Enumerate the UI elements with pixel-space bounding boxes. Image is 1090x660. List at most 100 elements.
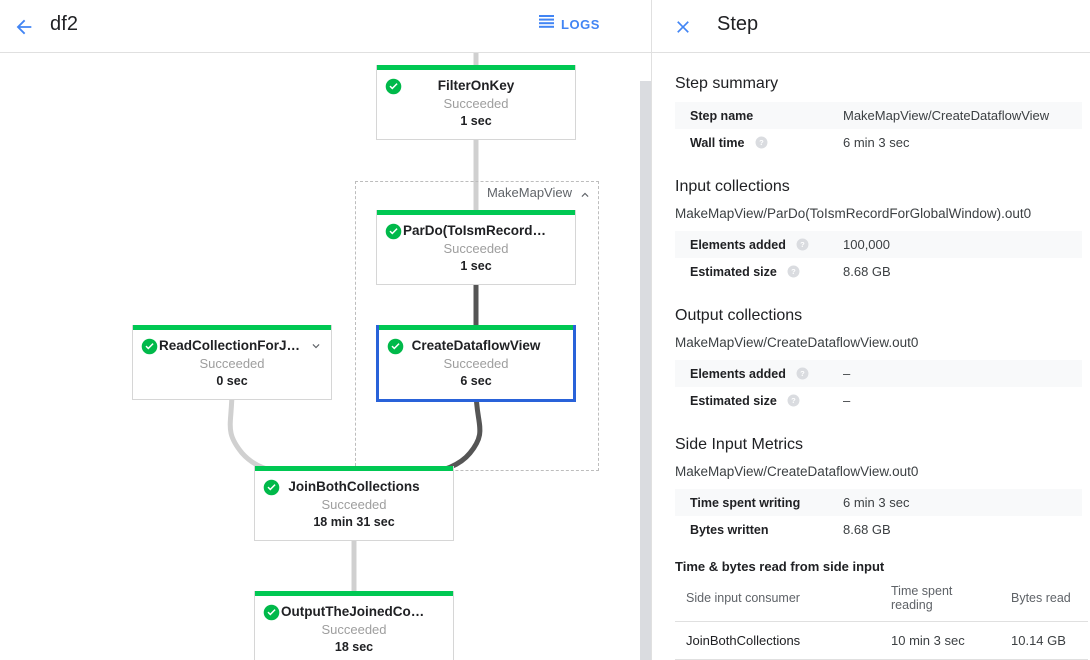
composite-group-makemapview[interactable]: MakeMapView xyxy=(355,181,599,471)
arrow-back-icon[interactable] xyxy=(8,12,40,42)
column-header-consumer: Side input consumer xyxy=(675,580,880,622)
graph-node-create-dataflow-view[interactable]: CreateDataflowView Succeeded 6 sec xyxy=(376,325,576,402)
step-summary-heading: Step summary xyxy=(675,75,779,92)
output-collections-heading: Output collections xyxy=(675,307,803,324)
close-icon[interactable] xyxy=(669,13,697,41)
output-collection-name: MakeMapView/CreateDataflowView.out0 xyxy=(675,335,919,350)
step-panel-body: Step summary Step name MakeMapView/Creat… xyxy=(652,53,1090,660)
graph-node-join-both-collections[interactable]: JoinBothCollections Succeeded 18 min 31 … xyxy=(254,466,454,541)
row-key-label: Elements added xyxy=(690,237,786,252)
logs-list-icon xyxy=(538,15,554,33)
help-icon[interactable]: ? xyxy=(796,367,809,380)
spacer xyxy=(675,156,1082,178)
column-header-bytes: Bytes read xyxy=(1000,580,1088,622)
row-value: 8.68 GB xyxy=(843,522,891,537)
check-circle-icon xyxy=(263,604,280,621)
row-key-label: Estimated size xyxy=(690,264,777,279)
table-row: Step name MakeMapView/CreateDataflowView xyxy=(675,102,1082,129)
row-key: Estimated size ? xyxy=(675,387,843,414)
node-title: ReadCollectionForJoin xyxy=(159,338,307,353)
row-key-label: Elements added xyxy=(690,366,786,381)
row-value: – xyxy=(843,366,851,381)
svg-text:?: ? xyxy=(792,267,797,276)
row-key: Estimated size ? xyxy=(675,258,843,285)
graph-vertical-scrollbar[interactable] xyxy=(640,53,651,660)
row-value: 8.68 GB xyxy=(843,264,891,279)
node-status: Succeeded xyxy=(443,96,509,111)
input-collections-heading: Input collections xyxy=(675,178,790,195)
node-body: ReadCollectionForJoin Succeeded 0 sec xyxy=(133,330,331,399)
panel-divider xyxy=(651,0,652,660)
node-status-bar xyxy=(255,466,453,471)
job-graph-canvas[interactable]: MakeMapView FilterO xyxy=(0,53,652,660)
step-panel-title: Step xyxy=(717,13,759,35)
side-input-metrics-heading: Side Input Metrics xyxy=(675,436,804,453)
spacer xyxy=(675,414,1082,436)
node-status: Succeeded xyxy=(321,497,387,512)
node-body: FilterOnKey Succeeded 1 sec xyxy=(377,70,575,139)
column-header-time: Time spent reading xyxy=(880,580,1000,622)
chevron-up-icon[interactable] xyxy=(578,188,592,202)
node-time: 1 sec xyxy=(460,114,492,128)
side-input-metrics-table: Time spent writing 6 min 3 sec Bytes wri… xyxy=(675,489,1082,543)
scrollbar-thumb[interactable] xyxy=(640,81,651,660)
top-app-bar: df2 LOGS xyxy=(0,0,652,53)
node-title: ParDo(ToIsmRecordFor… xyxy=(403,223,565,238)
cell-bytes: 10.14 GB xyxy=(1000,621,1088,660)
side-input-reads-table: Side input consumer Time spent reading B… xyxy=(675,580,1088,660)
logs-button[interactable]: LOGS xyxy=(538,15,600,33)
row-key: Elements added ? xyxy=(675,231,843,258)
svg-text:?: ? xyxy=(759,138,764,147)
cell-time: 10 min 3 sec xyxy=(880,621,1000,660)
row-key: Wall time ? xyxy=(675,129,843,156)
row-key: Step name xyxy=(675,102,843,129)
row-key-label: Wall time xyxy=(690,135,745,150)
node-body: OutputTheJoinedCollec… Succeeded 18 sec xyxy=(255,596,453,660)
svg-text:?: ? xyxy=(801,240,806,249)
spacer xyxy=(675,285,1082,307)
page-title: df2 xyxy=(50,13,79,35)
output-collections-table: Elements added ? – Estimated size xyxy=(675,360,1082,414)
node-status-bar xyxy=(255,591,453,596)
help-icon[interactable]: ? xyxy=(787,265,800,278)
node-title: FilterOnKey xyxy=(437,78,515,93)
node-status: Succeeded xyxy=(199,356,265,371)
table-row: Estimated size ? – xyxy=(675,387,1082,414)
table-row: Time spent writing 6 min 3 sec xyxy=(675,489,1082,516)
step-summary-table: Step name MakeMapView/CreateDataflowView… xyxy=(675,102,1082,156)
row-key: Elements added ? xyxy=(675,360,843,387)
table-row: Elements added ? – xyxy=(675,360,1082,387)
node-title: OutputTheJoinedCollec… xyxy=(281,604,443,619)
help-icon[interactable]: ? xyxy=(787,394,800,407)
table-row: Elements added ? 100,000 xyxy=(675,231,1082,258)
table-row: Wall time ? 6 min 3 sec xyxy=(675,129,1082,156)
table-row: JoinBothCollections 10 min 3 sec 10.14 G… xyxy=(675,621,1088,660)
help-icon[interactable]: ? xyxy=(755,136,768,149)
graph-node-filter-on-key[interactable]: FilterOnKey Succeeded 1 sec xyxy=(376,65,576,140)
input-collection-name: MakeMapView/ParDo(ToIsmRecordForGlobalWi… xyxy=(675,206,1032,221)
node-time: 18 min 31 sec xyxy=(313,515,395,529)
node-status-bar xyxy=(133,325,331,330)
node-time: 0 sec xyxy=(216,374,248,388)
node-body: JoinBothCollections Succeeded 18 min 31 … xyxy=(255,471,453,540)
step-panel-header: Step xyxy=(652,0,1090,53)
graph-node-pardo-toismrecordfor[interactable]: ParDo(ToIsmRecordFor… Succeeded 1 sec xyxy=(376,210,576,285)
check-circle-icon xyxy=(385,78,402,95)
node-status-bar xyxy=(377,65,575,70)
row-key-label: Step name xyxy=(690,108,754,123)
table-row: Estimated size ? 8.68 GB xyxy=(675,258,1082,285)
node-status: Succeeded xyxy=(321,622,387,637)
graph-node-output-the-joined-collection[interactable]: OutputTheJoinedCollec… Succeeded 18 sec xyxy=(254,591,454,660)
table-body: JoinBothCollections 10 min 3 sec 10.14 G… xyxy=(675,621,1088,660)
node-status-bar xyxy=(377,210,575,215)
help-icon[interactable]: ? xyxy=(796,238,809,251)
input-collections-table: Elements added ? 100,000 Estimated size xyxy=(675,231,1082,285)
node-status-bar xyxy=(379,325,573,330)
step-details-panel: Step Step summary Step name MakeMapView/… xyxy=(652,0,1090,660)
composite-group-label: MakeMapView xyxy=(486,185,572,200)
svg-text:?: ? xyxy=(801,369,806,378)
graph-node-read-collection-for-join[interactable]: ReadCollectionForJoin Succeeded 0 sec xyxy=(132,325,332,400)
node-time: 6 sec xyxy=(460,374,492,388)
chevron-down-icon[interactable] xyxy=(309,339,323,353)
